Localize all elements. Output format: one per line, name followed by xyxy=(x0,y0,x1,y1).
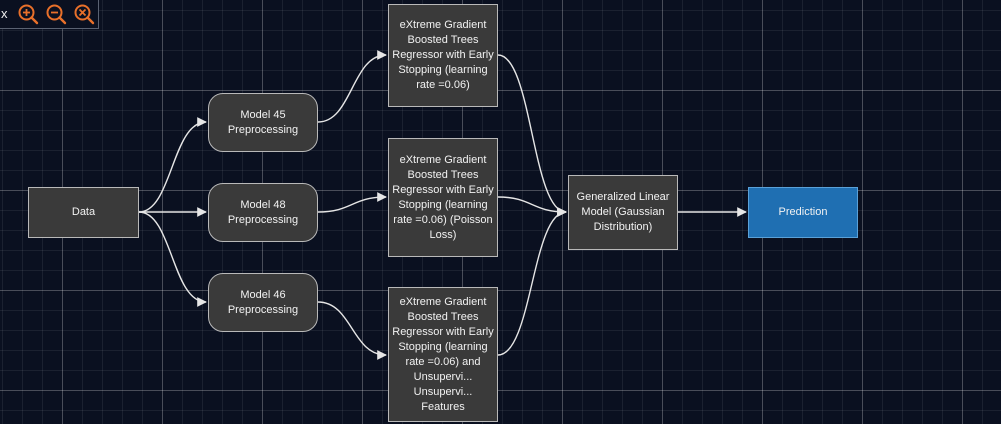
close-button[interactable]: x xyxy=(1,6,8,21)
node-xgb-regressor-1[interactable]: eXtreme Gradient Boosted Trees Regressor… xyxy=(388,4,498,107)
node-xgb-regressor-unsupervised[interactable]: eXtreme Gradient Boosted Trees Regressor… xyxy=(388,287,498,422)
edge-model48-xgb2 xyxy=(317,192,387,213)
reset-icon[interactable] xyxy=(73,3,95,25)
edge-model45-xgb1 xyxy=(317,50,387,123)
edge-data-model45 xyxy=(138,117,207,213)
node-generalized-linear-model[interactable]: Generalized Linear Model (Gaussian Distr… xyxy=(568,175,678,250)
edge-xgb3-glm xyxy=(497,207,567,356)
node-model-46-preprocessing[interactable]: Model 46 Preprocessing xyxy=(208,273,318,332)
zoom-out-icon[interactable] xyxy=(45,3,67,25)
node-model-45-preprocessing[interactable]: Model 45 Preprocessing xyxy=(208,93,318,152)
edge-xgb1-glm xyxy=(497,54,567,217)
zoom-toolbar: x xyxy=(0,0,99,29)
node-prediction[interactable]: Prediction xyxy=(748,187,858,238)
node-model-48-preprocessing[interactable]: Model 48 Preprocessing xyxy=(208,183,318,242)
node-data[interactable]: Data xyxy=(28,187,139,238)
edge-xgb2-glm xyxy=(497,196,567,217)
node-xgb-regressor-poisson[interactable]: eXtreme Gradient Boosted Trees Regressor… xyxy=(388,138,498,257)
zoom-in-icon[interactable] xyxy=(17,3,39,25)
edge-data-model46 xyxy=(138,211,207,307)
edge-model46-xgb3 xyxy=(317,301,387,360)
